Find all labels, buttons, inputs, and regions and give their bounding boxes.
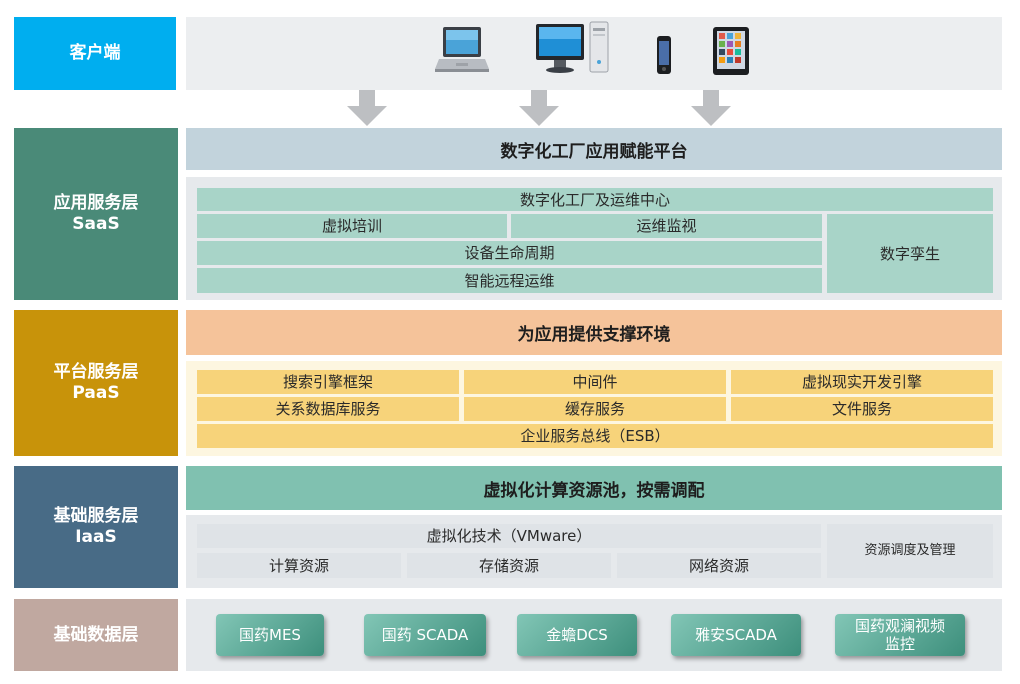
iaas-cell-virtualization: 虚拟化技术（VMware） [197,524,821,548]
paas-cell-middleware: 中间件 [464,370,726,394]
saas-cell-virtual-training: 虚拟培训 [197,214,507,238]
data-source-yaan-scada: 雅安SCADA [671,614,801,656]
paas-cell-search-engine: 搜索引擎框架 [197,370,459,394]
saas-layer-label: 应用服务层 SaaS [14,128,178,300]
iaas-label-line2: IaaS [75,527,117,547]
data-source-text: 监控 [884,635,915,653]
saas-cell-text: 虚拟培训 [321,217,382,235]
iaas-cell-text: 网络资源 [688,556,749,575]
saas-header-text: 数字化工厂应用赋能平台 [500,141,688,162]
saas-cell-text: 数字孪生 [879,244,940,263]
data-source-text: 金蟾DCS [546,626,608,644]
paas-cell-rdb-service: 关系数据库服务 [197,397,459,421]
data-source-text: 国药 SCADA [381,626,469,644]
paas-cell-text: 虚拟现实开发引擎 [801,373,922,391]
paas-cell-text: 中间件 [572,373,618,391]
paas-cell-file-service: 文件服务 [731,397,993,421]
data-source-mes: 国药MES [216,614,324,656]
client-devices-panel [186,17,1002,90]
paas-cell-text: 缓存服务 [564,400,625,418]
saas-cell-text: 设备生命周期 [464,244,555,262]
laptop-icon [435,27,489,72]
paas-label-line1: 平台服务层 [53,362,139,382]
iaas-layer-label: 基础服务层 IaaS [14,466,178,588]
iaas-cell-text: 存储资源 [478,556,539,575]
saas-cell-lifecycle: 设备生命周期 [197,241,822,265]
saas-cell-ops-monitor: 运维监视 [511,214,822,238]
paas-cell-vr-engine: 虚拟现实开发引擎 [731,370,993,394]
iaas-cell-storage: 存储资源 [407,553,611,578]
paas-cell-cache-service: 缓存服务 [464,397,726,421]
iaas-header: 虚拟化计算资源池，按需调配 [186,466,1002,510]
saas-cell-text: 智能远程运维 [464,271,555,290]
iaas-cell-text: 资源调度及管理 [864,543,956,558]
client-layer-label: 客户端 [14,17,176,90]
paas-cell-esb: 企业服务总线（ESB） [197,424,993,448]
iaas-cell-network: 网络资源 [617,553,821,578]
data-source-text: 雅安SCADA [695,626,777,644]
iaas-header-text: 虚拟化计算资源池，按需调配 [483,480,705,501]
paas-layer-label: 平台服务层 PaaS [14,310,178,456]
iaas-cell-text: 虚拟化技术（VMware） [426,527,592,545]
desktop-icon [536,21,609,73]
data-source-scada: 国药 SCADA [364,614,486,656]
paas-cell-text: 关系数据库服务 [275,400,381,418]
phone-icon [657,36,671,74]
paas-cell-text: 搜索引擎框架 [282,373,373,391]
down-arrow-icon [691,90,731,126]
paas-header-text: 为应用提供支撑环境 [517,325,671,345]
iaas-cell-scheduling: 资源调度及管理 [827,524,993,578]
paas-cell-text: 企业服务总线（ESB） [520,427,670,445]
client-layer-label-text: 客户端 [69,43,121,63]
data-source-text: 国药观澜视频 [854,617,945,635]
data-layer-label: 基础数据层 [14,599,178,671]
saas-header: 数字化工厂应用赋能平台 [186,128,1002,170]
iaas-cell-text: 计算资源 [268,556,329,575]
data-source-video-monitor: 国药观澜视频 监控 [835,614,965,656]
iaas-label-line1: 基础服务层 [53,506,139,526]
saas-label-line2: SaaS [72,214,120,234]
saas-cell-text: 数字化工厂及运维中心 [519,190,670,209]
saas-cell-remote-ops: 智能远程运维 [197,268,822,293]
data-source-text: 国药MES [239,626,301,644]
saas-label-line1: 应用服务层 [53,193,139,213]
tablet-icon [713,27,749,75]
saas-cell-text: 运维监视 [636,217,697,235]
paas-cell-text: 文件服务 [831,400,892,418]
iaas-cell-compute: 计算资源 [197,553,401,578]
data-layer-label-text: 基础数据层 [53,624,139,645]
saas-cell-digital-twin: 数字孪生 [827,214,993,293]
data-source-dcs: 金蟾DCS [517,614,637,656]
paas-header: 为应用提供支撑环境 [186,310,1002,355]
down-arrow-icon [519,90,559,126]
saas-cell-ops-center: 数字化工厂及运维中心 [197,188,993,211]
paas-label-line2: PaaS [72,383,120,403]
down-arrow-icon [347,90,387,126]
